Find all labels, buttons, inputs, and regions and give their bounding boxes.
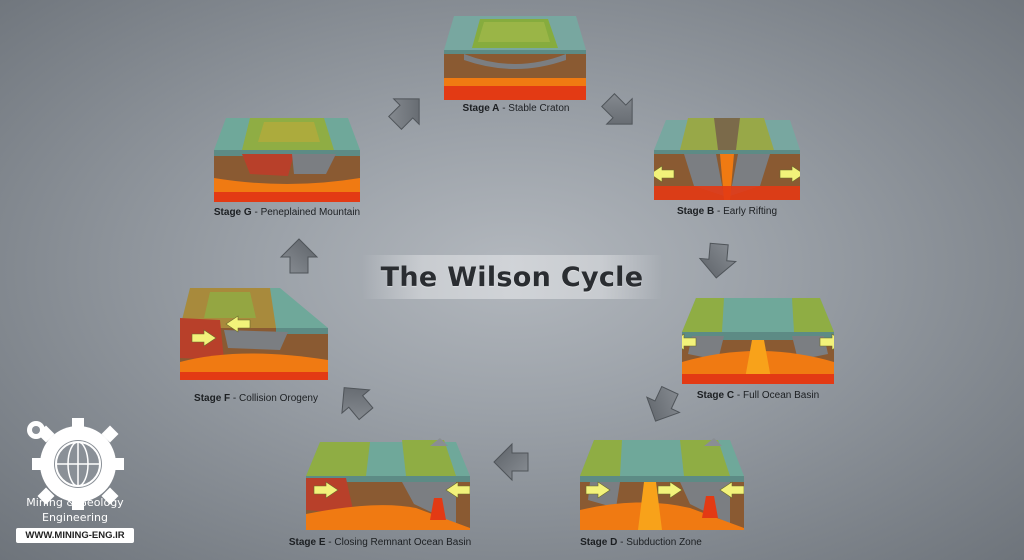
stage-e-block (306, 438, 470, 530)
cycle-arrow-e-to-f (341, 387, 374, 421)
logo-line1: Mining & Geology (26, 496, 124, 509)
push-arrow-left-icon (445, 481, 470, 499)
cycle-arrow-c-to-d (645, 385, 681, 422)
stage-b-block (654, 118, 800, 200)
stage-d-label: Stage D - Subduction Zone (580, 537, 702, 548)
cycle-arrow-g-to-a (388, 98, 420, 130)
push-arrow-left-icon (654, 165, 675, 183)
stage-d-block (580, 438, 744, 530)
diagram-title: The Wilson Cycle (380, 261, 644, 293)
stage-a-label: Stage A - Stable Craton (462, 103, 570, 114)
title-band: The Wilson Cycle (362, 255, 662, 299)
cycle-arrow-f-to-g (279, 238, 319, 274)
logo-url: WWW.MINING-ENG.IR (16, 528, 134, 543)
push-arrow-left-icon (682, 333, 697, 351)
stage-b-label: Stage B - Early Rifting (676, 206, 778, 217)
push-arrow-left-icon (225, 315, 251, 333)
stage-c-block (682, 298, 834, 384)
stage-f-block (180, 288, 328, 380)
push-arrow-right-icon (819, 333, 834, 351)
stage-g-label: Stage G - Peneplained Mountain (213, 207, 361, 218)
push-arrow-right-icon (657, 481, 683, 499)
stage-f-label: Stage F - Collision Orogeny (194, 393, 318, 404)
stage-a-block (444, 16, 586, 100)
push-arrow-right-icon (191, 329, 217, 347)
logo-line2: Engineering (42, 511, 108, 524)
stage-c-label: Stage C - Full Ocean Basin (696, 390, 820, 401)
stage-g-block (214, 118, 360, 202)
push-arrow-right-icon (779, 165, 800, 183)
cycle-arrow-a-to-b (601, 93, 633, 125)
push-arrow-right-icon (313, 481, 339, 499)
push-arrow-right-icon (585, 481, 611, 499)
gear-globe-icon (27, 418, 124, 510)
cycle-arrow-d-to-e (493, 442, 529, 482)
push-arrow-left-icon (719, 481, 744, 499)
stage-e-label: Stage E - Closing Remnant Ocean Basin (288, 537, 472, 548)
cycle-arrow-b-to-c (698, 242, 738, 279)
